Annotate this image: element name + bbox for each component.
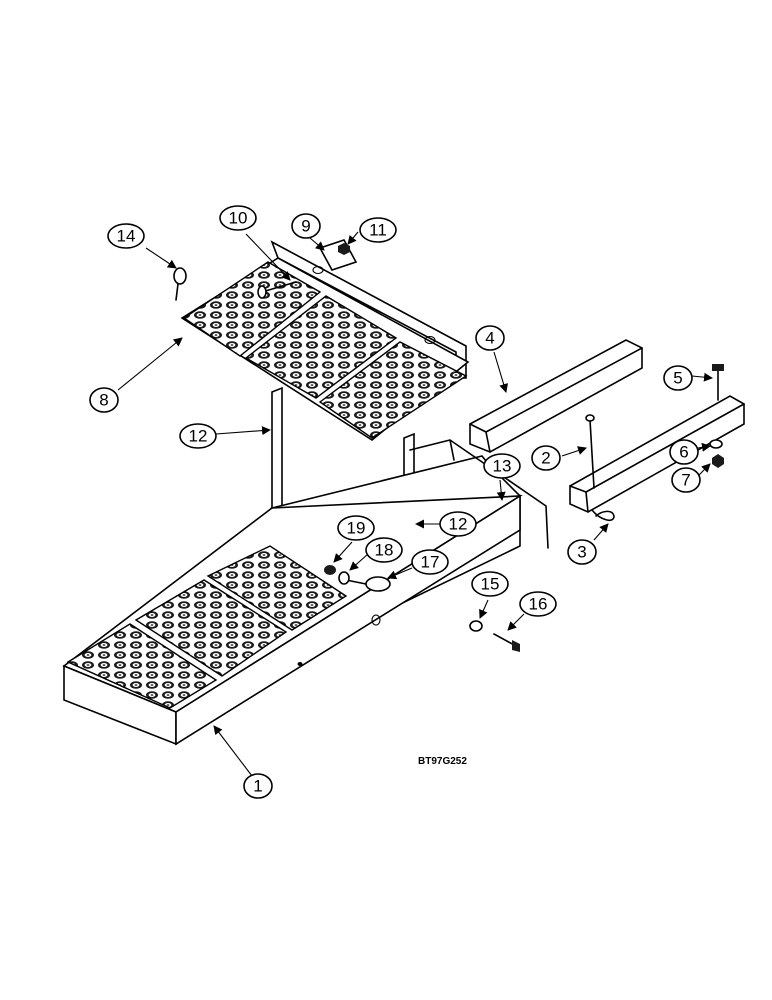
leader-1	[213, 725, 253, 777]
svg-text:19: 19	[347, 519, 366, 538]
leader-13	[496, 479, 506, 501]
lower-step-assembly	[62, 455, 524, 746]
svg-text:5: 5	[673, 369, 682, 388]
leader-10	[245, 233, 291, 281]
leader-2	[561, 446, 587, 457]
washer-15	[469, 620, 483, 632]
lower-step-hole-2	[371, 614, 381, 626]
callout-10: 10	[219, 205, 257, 231]
hinge-bracket	[318, 239, 358, 271]
leader-6	[697, 442, 711, 452]
hinge-pin-head	[257, 285, 267, 299]
callout-13: 13	[483, 453, 521, 479]
nut-19	[324, 565, 336, 575]
svg-text:4: 4	[485, 329, 494, 348]
svg-text:12: 12	[189, 427, 208, 446]
mount-rail-lower	[569, 395, 745, 513]
callout-18: 18	[365, 537, 403, 563]
leader-5	[691, 372, 713, 382]
clip-3	[591, 509, 615, 522]
svg-text:8: 8	[99, 391, 108, 410]
svg-text:6: 6	[679, 443, 688, 462]
upper-step-hole-right	[424, 335, 436, 345]
leader-8	[117, 337, 183, 391]
callouts: 1 2 3 4 5 6 7 8 9 10 11 12 12 13 14 15 1…	[89, 205, 701, 799]
hinge-pin	[261, 281, 297, 293]
leader-17	[387, 567, 413, 580]
leader-4	[493, 351, 509, 393]
svg-text:18: 18	[375, 541, 394, 560]
svg-text:12: 12	[449, 515, 468, 534]
upper-step-hole-left	[312, 265, 324, 275]
upper-step-tread-center	[244, 295, 398, 399]
callout-6: 6	[669, 439, 699, 465]
svg-text:7: 7	[681, 471, 690, 490]
svg-text:14: 14	[117, 227, 136, 246]
hinge-nut	[338, 243, 350, 255]
washer-6	[709, 439, 723, 449]
mount-rail-upper	[469, 339, 643, 453]
svg-text:13: 13	[493, 457, 512, 476]
callout-11: 11	[359, 217, 397, 243]
pin-2	[589, 419, 595, 489]
leader-11	[347, 231, 359, 245]
svg-text:3: 3	[577, 543, 586, 562]
leader-14	[145, 247, 177, 269]
leader-15	[479, 599, 489, 619]
spacer-bushing	[365, 576, 391, 592]
svg-text:9: 9	[301, 217, 310, 236]
callout-14: 14	[107, 223, 145, 249]
upper-step-assembly	[180, 240, 470, 441]
callout-12b: 12	[439, 511, 477, 537]
callout-15: 15	[471, 571, 509, 597]
lynch-pin	[173, 267, 187, 301]
leader-16	[507, 613, 525, 631]
callout-3: 3	[567, 539, 597, 565]
svg-text:2: 2	[541, 449, 550, 468]
bolt-5-head	[712, 364, 724, 371]
callout-8: 8	[89, 387, 119, 413]
svg-text:16: 16	[529, 595, 548, 614]
upper-step-tread-right	[318, 341, 468, 439]
svg-text:1: 1	[253, 777, 262, 796]
svg-text:11: 11	[369, 221, 387, 240]
lower-step-tread-2	[134, 579, 288, 677]
lower-step-tread-left	[66, 623, 218, 709]
lower-step-tread-3	[206, 545, 348, 631]
callout-2: 2	[531, 445, 561, 471]
leader-18	[349, 553, 369, 571]
callout-17: 17	[411, 549, 449, 575]
support-strap-left	[271, 386, 283, 524]
callout-4: 4	[475, 325, 505, 351]
leader-7	[697, 463, 711, 477]
svg-text:10: 10	[229, 209, 248, 228]
hinge-hardware	[257, 239, 358, 299]
nut-7	[712, 454, 724, 468]
callout-9: 9	[291, 213, 321, 239]
fastener-hardware	[324, 565, 520, 652]
drawing-code: BT97G252	[418, 756, 467, 767]
svg-text:15: 15	[481, 575, 500, 594]
leader-9	[309, 237, 325, 251]
leader-3	[593, 523, 609, 541]
callout-16: 16	[519, 591, 557, 617]
svg-text:17: 17	[421, 553, 440, 572]
callout-1: 1	[243, 773, 273, 799]
leader-19	[333, 541, 353, 563]
leader-12a	[215, 426, 271, 436]
leader-lines	[117, 231, 713, 777]
washer-18	[338, 571, 350, 585]
callout-19: 19	[337, 515, 375, 541]
callout-5: 5	[663, 365, 693, 391]
lower-step-hole	[297, 662, 303, 666]
callout-7: 7	[671, 467, 701, 493]
pin-2-head	[585, 414, 595, 422]
bolt-16-head	[512, 640, 520, 652]
callout-12a: 12	[179, 423, 217, 449]
